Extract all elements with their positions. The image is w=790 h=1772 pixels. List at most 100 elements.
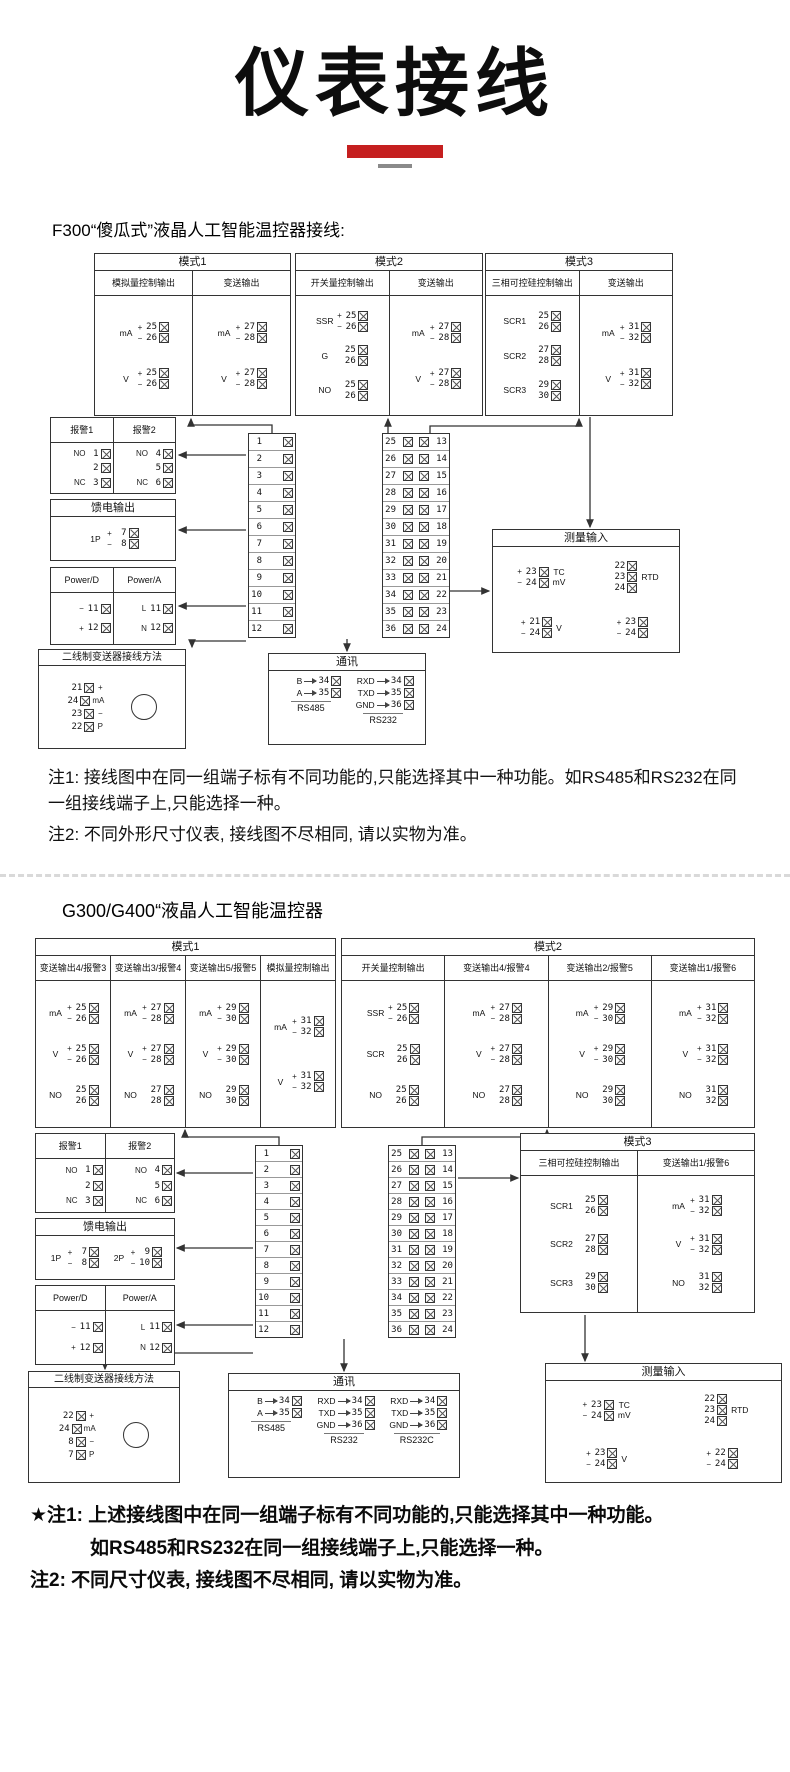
terminal-line: 22: [604, 561, 638, 572]
terminal-screw-icon: [163, 603, 173, 614]
terminal-screw-icon: [88, 1095, 99, 1106]
terminal-pair: +27−28: [489, 1043, 522, 1065]
terminal-screw-icon: [638, 628, 648, 639]
mode-row: V+27−28: [447, 1043, 545, 1065]
terminal-screw-icon: [425, 1212, 436, 1223]
polarity-sign: +: [490, 1044, 496, 1054]
terminal-screw-icon: [718, 1054, 729, 1065]
terminal-number: 27: [391, 1180, 402, 1191]
polarity-sign: +: [690, 1195, 695, 1205]
wire-arrow-icon: [376, 677, 390, 684]
terminal-screw-icon: [638, 617, 648, 628]
terminal-number: 31: [628, 368, 640, 379]
terminal-line: +12: [38, 1342, 103, 1353]
terminal-number: 27: [538, 345, 550, 356]
polarity-sign: +: [142, 1003, 147, 1012]
terminal-number: 11: [79, 1322, 91, 1333]
terminal-screw-icon: [511, 1002, 522, 1013]
terminal-number: 23: [594, 1448, 606, 1459]
terminal-screw-icon: [597, 1206, 608, 1216]
terminal-screw-icon: [718, 1084, 729, 1095]
terminal-screw-icon: [711, 1195, 722, 1205]
terminal-screw-icon: [100, 448, 111, 459]
mode-row: V+31−32: [654, 1043, 752, 1065]
mode-row-label: SCR3: [550, 1277, 573, 1288]
feed-group-label: 1P: [90, 533, 101, 544]
terminal-number: 31: [705, 1043, 717, 1054]
f300-note-2: 注2: 不同外形尺寸仪表, 接线图不尽相同, 请以实物为准。: [48, 824, 477, 844]
mode-row-label: mA: [472, 1008, 486, 1018]
terminal-number: 12: [258, 1324, 269, 1335]
terminal-number: 34: [318, 676, 330, 687]
terminal-screw-icon: [641, 368, 652, 379]
mode-row-label: mA: [672, 1200, 685, 1211]
terminal-screw-icon: [538, 577, 549, 588]
terminal-screw-icon: [627, 561, 638, 572]
column-header: 报警2: [113, 418, 175, 443]
terminal-screw-icon: [408, 1164, 419, 1175]
terminal-screw-icon: [603, 1399, 614, 1410]
terminal-line: 26: [386, 1095, 419, 1106]
terminal-line: 26: [335, 356, 368, 367]
terminal-number: 30: [538, 390, 550, 401]
terminal-line: 30: [216, 1095, 249, 1106]
terminal-screw-icon: [84, 682, 95, 693]
polarity-sign: +: [586, 1448, 591, 1458]
terminal-line: −28: [141, 1054, 174, 1065]
mode-row: V+27−28: [392, 368, 481, 390]
polarity-sign: −: [593, 1055, 599, 1065]
terminal-screw-icon: [291, 1408, 302, 1419]
terminal-number: 15: [436, 471, 447, 481]
terminal-screw-icon: [425, 1276, 436, 1287]
polarity-sign: −: [619, 333, 625, 343]
terminal-line: −30: [592, 1054, 626, 1065]
polarity-sign: L: [140, 1322, 146, 1332]
terminal-line: −10: [129, 1258, 162, 1269]
terminal-screw-icon: [437, 1420, 448, 1431]
terminal-screw-icon: [159, 333, 169, 344]
terminal-pair: +31−32: [689, 1233, 722, 1255]
terminal-line: 29: [575, 1272, 608, 1283]
mode-row-label: mA: [274, 1021, 287, 1032]
polarity-sign: +: [388, 1003, 393, 1012]
terminal-screw-icon: [89, 1258, 99, 1269]
mode-row-label: mA: [119, 327, 133, 338]
terminal-number: 13: [436, 437, 447, 447]
terminal-number: 30: [602, 1013, 614, 1024]
terminal-screw-icon: [163, 1013, 174, 1024]
terminal-screw-icon: [403, 700, 414, 711]
polarity-sign: −: [235, 379, 241, 389]
mode-row-label: SCR1: [503, 316, 527, 327]
mode-row: V+27−28: [195, 368, 288, 390]
terminal-number: 12: [251, 624, 262, 634]
terminal-number: 25: [344, 345, 356, 356]
terminal-screw-icon: [419, 488, 430, 498]
terminal-screw-icon: [402, 539, 413, 549]
terminal-line: 27: [489, 1084, 522, 1095]
wire-arrow-icon: [410, 1397, 424, 1404]
terminal-number: 25: [75, 1002, 87, 1013]
transmitter-circle-icon: [123, 1422, 150, 1449]
terminal-screw-icon: [615, 1095, 626, 1106]
mode-column-header: 变送输出: [579, 271, 672, 297]
terminal-line: +31: [618, 368, 652, 379]
polarity-sign: −: [292, 1027, 297, 1037]
terminal-screw-icon: [92, 1322, 103, 1333]
terminal-screw-icon: [257, 333, 267, 344]
terminal-screw-icon: [162, 1342, 172, 1353]
